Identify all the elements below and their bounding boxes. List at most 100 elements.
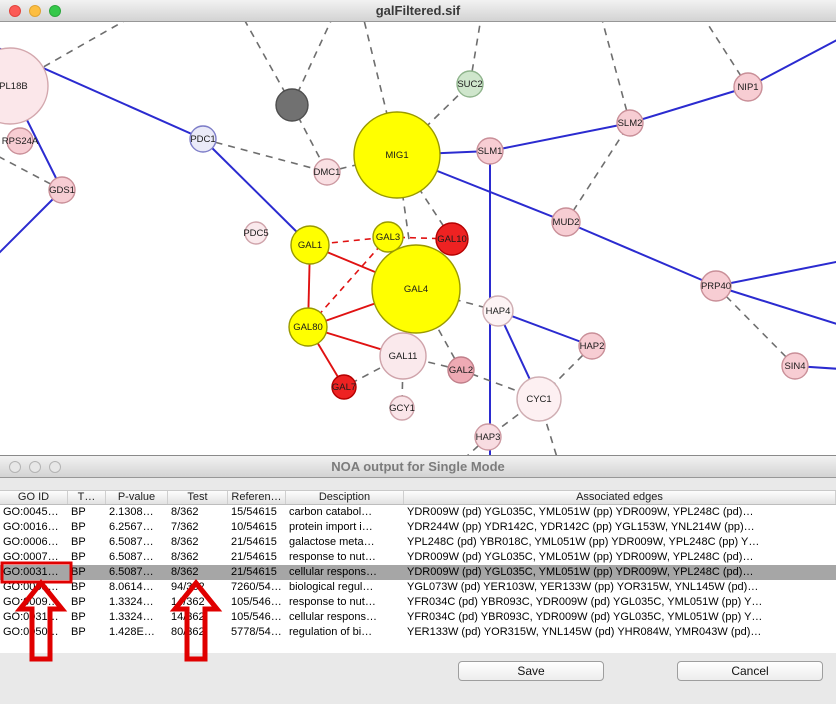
node-label-MIG1: MIG1 bbox=[385, 150, 408, 161]
save-button[interactable]: Save bbox=[458, 661, 604, 681]
node-CYC1[interactable] bbox=[516, 376, 562, 422]
cell-description: response to nut… bbox=[289, 596, 376, 608]
edge-SLM2-NIP1 bbox=[629, 86, 749, 124]
node-SLM1[interactable] bbox=[476, 137, 504, 165]
edge-PDC1-DMC1 bbox=[202, 138, 328, 173]
node-RPL18B[interactable] bbox=[0, 47, 49, 125]
cell-test: 8/362 bbox=[171, 506, 199, 518]
node-label-PRP40: PRP40 bbox=[701, 281, 731, 292]
zoom-button[interactable] bbox=[49, 461, 61, 473]
cell-reference: 21/54615 bbox=[231, 551, 277, 563]
column-header-edges[interactable]: Associated edges bbox=[404, 491, 836, 504]
cell-reference: 21/54615 bbox=[231, 566, 277, 578]
cell-go_id: GO:0050… bbox=[3, 626, 59, 638]
node-label-GAL80: GAL80 bbox=[293, 322, 323, 333]
cell-p_value: 1.428E… bbox=[109, 626, 155, 638]
edge-MIG1-offscreen bbox=[363, 22, 398, 156]
node-SIN4[interactable] bbox=[781, 352, 809, 380]
column-header-test[interactable]: Test bbox=[168, 491, 228, 504]
node-GCY1[interactable] bbox=[389, 395, 415, 421]
node-GAL11[interactable] bbox=[379, 332, 427, 380]
node-GDS1[interactable] bbox=[48, 176, 76, 204]
node-NIP1[interactable] bbox=[733, 72, 763, 102]
graph-window-titlebar: galFiltered.sif bbox=[0, 0, 836, 22]
cell-test: 8/362 bbox=[171, 536, 199, 548]
cell-description: galactose meta… bbox=[289, 536, 375, 548]
cell-description: protein import i… bbox=[289, 521, 373, 533]
cell-type: BP bbox=[71, 521, 86, 533]
noa-window-titlebar: NOA output for Single Mode bbox=[0, 456, 836, 478]
node-DMC1[interactable] bbox=[313, 158, 341, 186]
cell-edges: YGL073W (pd) YER103W, YER133W (pp) YOR31… bbox=[407, 581, 759, 593]
cancel-button[interactable]: Cancel bbox=[677, 661, 823, 681]
cell-p_value: 6.2567… bbox=[109, 521, 154, 533]
cell-test: 80/362 bbox=[171, 626, 205, 638]
node-GAL2[interactable] bbox=[447, 356, 475, 384]
cell-p_value: 6.5087… bbox=[109, 536, 154, 548]
edge-GAL11-GAL2 bbox=[402, 355, 462, 371]
edge-HAP4-HAP2 bbox=[497, 310, 593, 347]
cell-type: BP bbox=[71, 596, 86, 608]
node-PRP40[interactable] bbox=[700, 270, 732, 302]
node-MIG1[interactable] bbox=[353, 111, 441, 199]
edge-GAL3-GAL80 bbox=[307, 236, 389, 328]
cell-reference: 7260/54… bbox=[231, 581, 282, 593]
node-label-SLM1: SLM1 bbox=[478, 146, 503, 157]
minimize-button[interactable] bbox=[29, 461, 41, 473]
node-HAP4[interactable] bbox=[482, 295, 514, 327]
node-label-GAL11: GAL11 bbox=[389, 351, 418, 362]
node-GAL80[interactable] bbox=[288, 307, 328, 347]
close-button[interactable] bbox=[9, 5, 21, 17]
node-SUC2[interactable] bbox=[456, 70, 484, 98]
minimize-button[interactable] bbox=[29, 5, 41, 17]
cell-edges: YDR244W (pp) YDR142C, YDR142C (pp) YGL15… bbox=[407, 521, 755, 533]
node-label-NIP1: NIP1 bbox=[737, 82, 758, 93]
column-header-type[interactable]: T… bbox=[68, 491, 106, 504]
close-button[interactable] bbox=[9, 461, 21, 473]
node-HAP2[interactable] bbox=[578, 332, 606, 360]
node-GAL3[interactable] bbox=[372, 221, 404, 253]
edge-MUD2-PRP40 bbox=[565, 221, 717, 287]
node-label-GCY1: GCY1 bbox=[389, 403, 415, 414]
cell-reference: 105/546… bbox=[231, 596, 282, 608]
zoom-button[interactable] bbox=[49, 5, 61, 17]
node-GAL1[interactable] bbox=[290, 225, 330, 265]
column-header-reference[interactable]: Referen… bbox=[228, 491, 286, 504]
node-HAP3[interactable] bbox=[474, 423, 502, 451]
node-GAL10[interactable] bbox=[435, 222, 469, 256]
cell-reference: 10/54615 bbox=[231, 521, 277, 533]
graph-window: galFiltered.sif RPL18BRPS24AGDS1PDC1DMC1… bbox=[0, 0, 836, 455]
node-MUD2[interactable] bbox=[551, 207, 581, 237]
cell-reference: 5778/54… bbox=[231, 626, 282, 638]
cell-type: BP bbox=[71, 581, 86, 593]
cell-type: BP bbox=[71, 506, 86, 518]
cell-description: regulation of bi… bbox=[289, 626, 373, 638]
cell-test: 94/362 bbox=[171, 581, 205, 593]
window-controls bbox=[9, 461, 61, 473]
network-canvas[interactable]: RPL18BRPS24AGDS1PDC1DMC1MIG1SUC2SLM1SLM2… bbox=[0, 22, 836, 455]
node-GAL4[interactable] bbox=[371, 244, 461, 334]
cell-type: BP bbox=[71, 611, 86, 623]
column-header-p_value[interactable]: P-value bbox=[106, 491, 168, 504]
node-PDC1[interactable] bbox=[189, 125, 217, 153]
node-label-RPS24A: RPS24A bbox=[2, 136, 39, 147]
node-GAL7[interactable] bbox=[331, 374, 357, 400]
node-PDC5[interactable] bbox=[244, 221, 268, 245]
column-header-description[interactable]: Desciption bbox=[286, 491, 404, 504]
node-SLM2[interactable] bbox=[616, 109, 644, 137]
column-header-go_id[interactable]: GO ID bbox=[0, 491, 68, 504]
node-gray-node[interactable] bbox=[275, 88, 309, 122]
node-RPS24A[interactable] bbox=[6, 127, 34, 155]
edge-gray-node-offscreen bbox=[291, 22, 332, 106]
